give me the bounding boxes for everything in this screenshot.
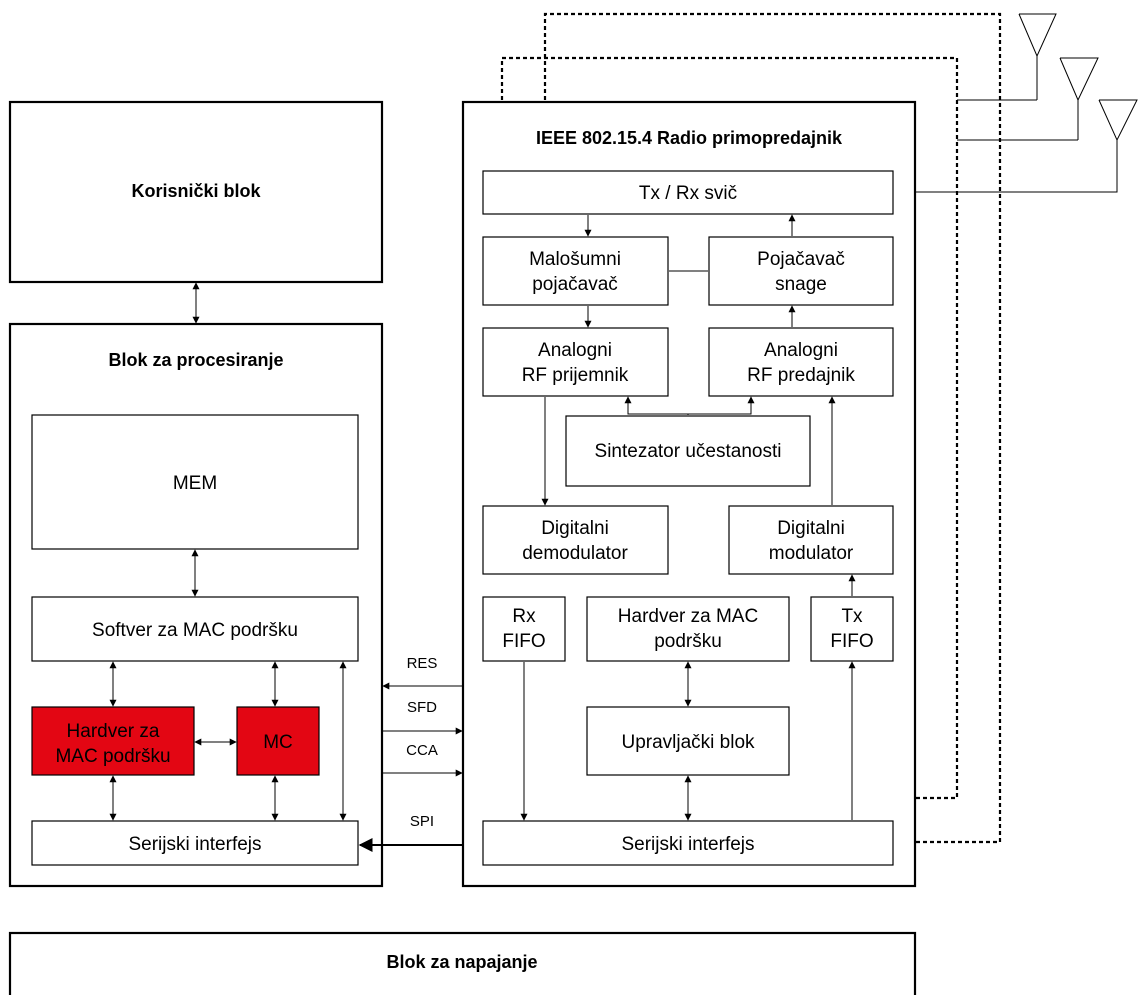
txrx-switch-label: Tx / Rx svič <box>639 183 737 204</box>
mac-hardware-proc-line2: MAC podršku <box>55 746 170 767</box>
processing-block-title: Blok za procesiranje <box>108 350 283 370</box>
tx-fifo-line1: Tx <box>841 606 863 627</box>
dashed-link-outer <box>543 12 1002 844</box>
mac-hardware-proc-box <box>31 706 195 776</box>
lna-line2: pojačavač <box>532 274 618 295</box>
rf-tx-line2: RF predajnik <box>747 365 855 386</box>
sfd-label: SFD <box>407 699 437 716</box>
dashed-link-inner <box>500 56 959 800</box>
power-block: Blok za napajanje <box>8 931 917 995</box>
rf-rx-box <box>482 327 669 397</box>
lna-box <box>482 236 669 306</box>
lna-line1: Malošumni <box>529 249 621 270</box>
mac-software-label: Softver za MAC podršku <box>92 620 298 641</box>
antenna-links <box>500 12 1002 844</box>
serial-radio-box <box>482 820 894 866</box>
antenna-icon <box>1059 57 1099 140</box>
antenna-icon <box>1018 13 1057 100</box>
mem-label: MEM <box>173 473 217 494</box>
mac-software-box <box>31 596 359 662</box>
mod-line2: modulator <box>769 543 854 564</box>
rx-fifo-line2: FIFO <box>502 631 545 652</box>
serial-radio-label: Serijski interfejs <box>621 834 754 855</box>
mod-line1: Digitalni <box>777 518 845 539</box>
control-block-box <box>586 706 790 776</box>
pa-box <box>708 236 894 306</box>
spi-label: SPI <box>410 813 434 830</box>
mem-box <box>31 414 359 550</box>
mac-hardware-proc-line1: Hardver za <box>67 721 160 742</box>
rf-tx-box <box>708 327 894 397</box>
serial-proc-label: Serijski interfejs <box>128 834 261 855</box>
pa-line2: snage <box>775 274 827 295</box>
mod-box <box>728 505 894 575</box>
mac-hardware-radio-line1: Hardver za MAC <box>618 606 758 627</box>
power-block-title: Blok za napajanje <box>386 952 537 972</box>
mac-hardware-radio-line2: podršku <box>654 631 722 652</box>
processing-block: Blok za procesiranje MEM Softver za MAC … <box>8 322 384 888</box>
antennas <box>916 13 1138 193</box>
synth-label: Sintezator učestanosti <box>595 441 782 462</box>
radio-block-title: IEEE 802.15.4 Radio primopredajnik <box>536 128 843 148</box>
user-block: Korisnički blok <box>8 100 384 284</box>
mc-label: MC <box>263 732 293 753</box>
serial-proc-box <box>31 820 359 866</box>
rf-tx-line1: Analogni <box>764 340 838 361</box>
mac-hardware-radio-box <box>586 596 790 662</box>
txrx-switch-box <box>482 170 894 215</box>
control-block-label: Upravljački blok <box>621 732 755 753</box>
demod-line1: Digitalni <box>541 518 609 539</box>
mc-box <box>236 706 320 776</box>
switch-antenna-feed <box>916 140 1118 193</box>
user-block-title: Korisnički blok <box>131 181 261 201</box>
res-label: RES <box>407 655 438 672</box>
synth-rftx-arrow <box>687 396 755 415</box>
cca-label: CCA <box>406 742 438 759</box>
rf-rx-line2: RF prijemnik <box>522 365 629 386</box>
rf-rx-line1: Analogni <box>538 340 612 361</box>
interface-signals: RES SFD CCA SPI <box>358 655 484 852</box>
radio-block: IEEE 802.15.4 Radio primopredajnik Tx / … <box>461 100 917 888</box>
synth-box <box>565 415 811 487</box>
tx-fifo-line2: FIFO <box>830 631 873 652</box>
demod-line2: demodulator <box>522 543 628 564</box>
rx-fifo-line1: Rx <box>512 606 536 627</box>
demod-box <box>482 505 669 575</box>
antenna-icon <box>1098 99 1138 142</box>
pa-line1: Pojačavač <box>757 249 845 270</box>
tx-fifo-box <box>810 596 894 662</box>
rx-fifo-box <box>482 596 566 662</box>
